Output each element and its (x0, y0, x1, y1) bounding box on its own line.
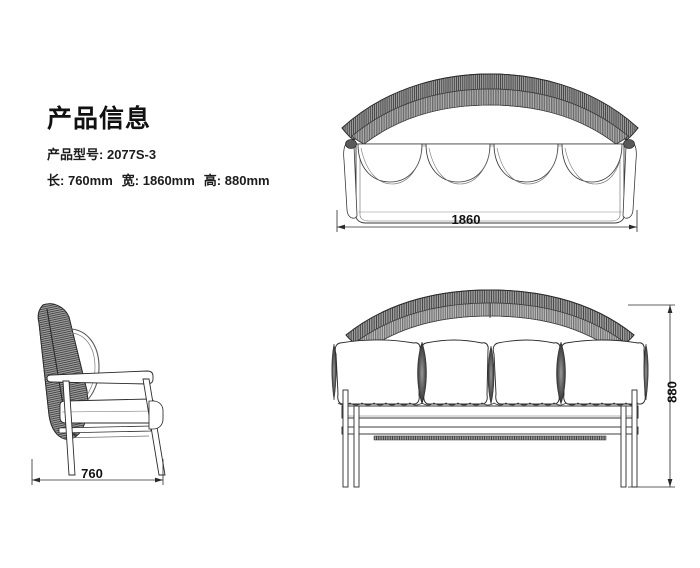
cushion-gap-leaf (487, 345, 495, 405)
spec-length-value: 760mm (67, 173, 113, 189)
dimension-label-height: 880 (664, 381, 680, 403)
spec-height: 高: 880mm (204, 173, 270, 188)
dimension-width (336, 210, 638, 232)
side-armrest-cap (148, 400, 164, 430)
spec-height-value: 880mm (224, 173, 270, 189)
front-cushion-gaps (331, 341, 649, 405)
side-stretcher (60, 435, 150, 439)
top-seat-inner-outline (359, 145, 621, 222)
cushion-gap-leaf (331, 343, 337, 401)
product-model-value: 2077S-3 (106, 147, 157, 162)
front-under-rail-weave (373, 435, 607, 441)
top-seat-outline (355, 143, 625, 224)
spec-length: 长: 760mm (47, 173, 113, 188)
product-dimensions-row: 长: 760mm 宽: 1860mm 高: 880mm (47, 173, 347, 189)
dim-arrow-bottom (667, 479, 673, 487)
top-arm-knuckle-left (345, 139, 357, 149)
top-cushion-seam (360, 147, 423, 185)
top-view (330, 60, 650, 240)
front-leg (631, 389, 638, 488)
top-arm-post-right (622, 141, 637, 219)
top-cushion-seam (564, 147, 623, 185)
top-arm-knuckle-right (623, 139, 635, 149)
dimension-depth (31, 459, 164, 485)
front-leg (342, 389, 349, 488)
front-view-geometry (331, 289, 675, 488)
top-cushion-group (357, 143, 623, 185)
dim-arrow-right (155, 477, 163, 483)
cushion-gap-leaf (417, 341, 427, 405)
front-seat-slab (341, 405, 639, 419)
spec-width-value: 1860mm (142, 173, 195, 189)
side-view-geometry (31, 303, 166, 485)
top-arm-post-left (343, 141, 358, 219)
front-leg (620, 405, 627, 488)
front-leg-group (342, 389, 638, 488)
front-view (330, 289, 675, 495)
dim-arrow-right (629, 224, 637, 230)
side-view (25, 295, 180, 495)
top-cushion-seam (428, 147, 491, 185)
dimension-label-depth: 760 (81, 466, 103, 481)
top-view-geometry (336, 73, 639, 232)
side-frame-hoop-inner (70, 332, 96, 406)
front-cushion (492, 339, 561, 405)
top-cushion-seam (496, 147, 559, 185)
top-cushion (561, 143, 623, 183)
product-info-block: 产品信息 产品型号: 2077S-3 长: 760mm 宽: 1860mm 高: 8… (47, 104, 347, 200)
page-title: 产品信息 (47, 105, 152, 133)
front-cushion (420, 339, 489, 405)
top-arm-posts (343, 139, 637, 219)
spec-length-label: 长: (47, 173, 65, 189)
cushion-gap-leaf (556, 341, 566, 405)
side-seat-cushion-seam (61, 410, 155, 413)
spec-width: 宽: 1860mm (122, 173, 195, 188)
spec-width-label: 宽: (121, 173, 140, 189)
front-apron-rail (341, 426, 639, 435)
product-model-label: 产品型号: (47, 147, 104, 162)
cushion-gap-leaf (643, 343, 649, 401)
dim-arrow-left (337, 224, 345, 230)
dimension-label-width: 1860 (451, 212, 481, 227)
spec-height-label: 高: (203, 173, 222, 189)
side-leg-back (62, 380, 76, 476)
dim-arrow-left (32, 477, 40, 483)
dimension-height (628, 304, 675, 488)
front-cushion-group (334, 339, 646, 405)
front-cushion (334, 339, 421, 405)
dim-arrow-top (667, 305, 673, 313)
side-lower-rail (58, 425, 152, 434)
product-model-row: 产品型号: 2077S-3 (47, 147, 347, 163)
front-cushion-hem (337, 402, 639, 406)
front-leg (353, 405, 360, 488)
